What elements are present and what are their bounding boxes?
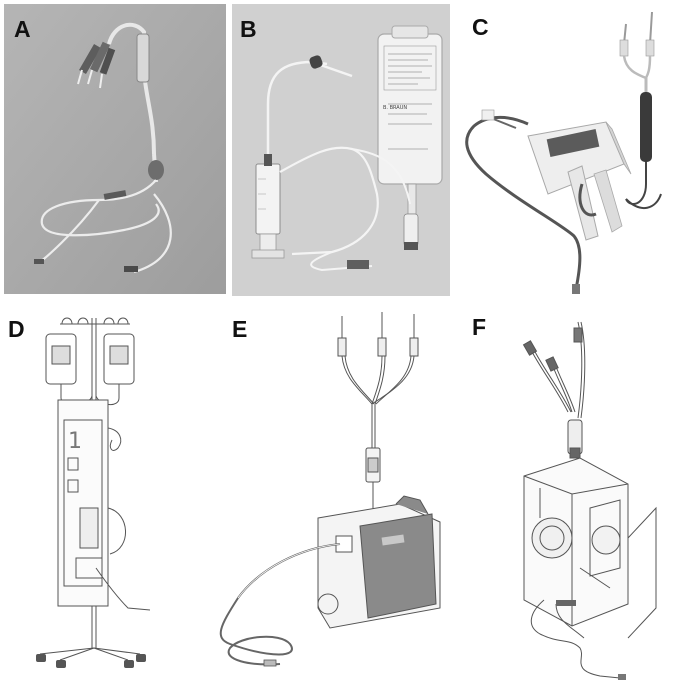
- spike-connectors: [77, 41, 116, 89]
- iv-pole-drawing-d: 1: [36, 317, 151, 668]
- panel-b: B. BRAUN B: [232, 4, 450, 296]
- luer-end-a: [124, 266, 138, 272]
- pump-body-e: [317, 495, 441, 629]
- syringe-bag-photo-b: [232, 4, 450, 296]
- chamber-c: [640, 92, 652, 162]
- panel-label: C: [472, 14, 489, 40]
- panel-e: E: [200, 308, 458, 684]
- panel-d: 1 D: [0, 308, 182, 684]
- clamp-f: [556, 600, 576, 606]
- panel-f: F: [460, 308, 685, 684]
- pole-wheels: [36, 654, 146, 668]
- pump-drawing-e: [219, 312, 441, 667]
- drip-chamber-a: [136, 33, 150, 83]
- clamp-b: [347, 260, 369, 269]
- handheld-device-render-c: [465, 11, 662, 294]
- panel-label: E: [232, 316, 248, 342]
- panel-c: C: [456, 4, 685, 296]
- connector-a: [148, 160, 164, 180]
- iv-bag: [377, 25, 443, 250]
- syringe: [251, 154, 285, 259]
- tubing-set-photo-a: [4, 4, 226, 294]
- svg-text:1: 1: [68, 429, 82, 454]
- panel-a: A: [4, 4, 226, 294]
- device-body-c: [527, 121, 632, 241]
- bag-brand-text: B. BRAUN: [383, 105, 408, 111]
- tube-dark-c: [465, 116, 582, 290]
- panel-label: D: [8, 316, 25, 342]
- cassette-drawing-f: [522, 321, 657, 680]
- panel-label: B: [240, 16, 257, 42]
- roller-clamp-a: [103, 190, 127, 200]
- panel-label: F: [472, 314, 487, 340]
- panel-label: A: [14, 16, 31, 42]
